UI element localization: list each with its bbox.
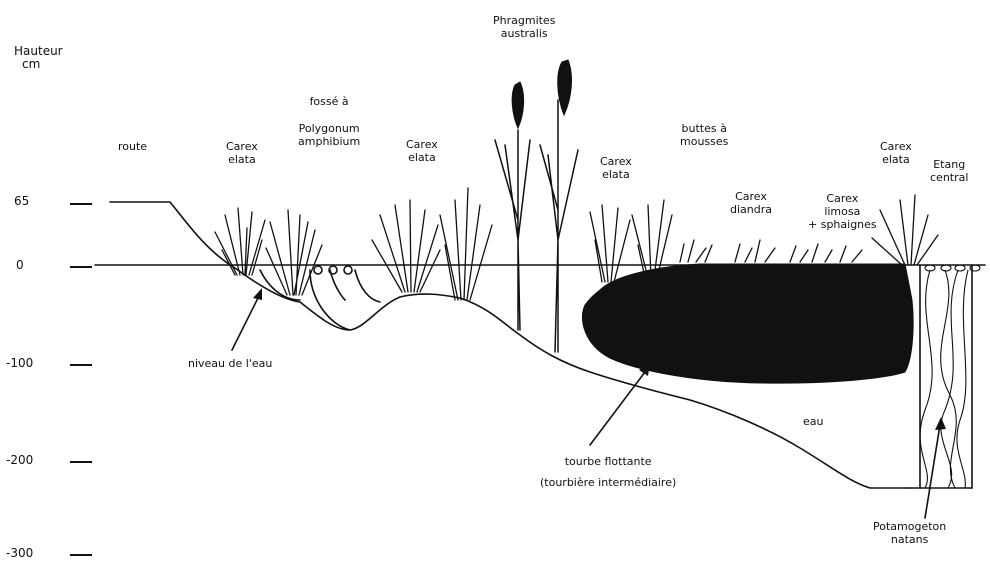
label-carex-diandra: Carex diandra — [730, 190, 772, 216]
label-buttes-line2: mousses — [680, 135, 728, 148]
label-carex-limosa-line1: Carex — [808, 192, 877, 205]
pointer-niveau — [232, 298, 258, 350]
floating-peat — [582, 264, 913, 383]
label-tourbe: tourbe flottante (tourbière intermédiair… — [540, 455, 676, 489]
label-etang: Etang central — [930, 158, 968, 184]
label-potamogeton: Potamogeton natans — [873, 520, 946, 546]
label-carex-elata-3-line1: Carex — [600, 155, 632, 168]
label-carex-limosa: Carex limosa + sphaignes — [808, 192, 877, 231]
label-niveau: niveau de l'eau — [188, 357, 272, 370]
label-potamogeton-line2: natans — [873, 533, 946, 546]
label-carex-diandra-line1: Carex — [730, 190, 772, 203]
phragmites-plume-2 — [558, 60, 572, 115]
label-carex-elata-2-line2: elata — [406, 151, 438, 164]
arrowhead-niveau — [253, 288, 262, 300]
ditch-roots — [260, 270, 380, 330]
carex-tuft-6 — [872, 195, 938, 265]
label-carex-elata-4-line2: elata — [880, 153, 912, 166]
label-carex-elata-1-line2: elata — [226, 153, 258, 166]
label-carex-elata-3-line2: elata — [600, 168, 632, 181]
pointer-potamogeton — [925, 425, 940, 518]
moss-hummocks — [680, 240, 862, 262]
label-buttes-line1: buttes à — [680, 122, 728, 135]
carex-tuft-4 — [440, 188, 492, 300]
carex-tuft-2 — [266, 210, 322, 295]
label-tourbe-line1: tourbe flottante — [540, 455, 676, 468]
label-carex-elata-4: Carex elata — [880, 140, 912, 166]
label-etang-line1: Etang — [930, 158, 968, 171]
label-fosse-line2: Polygonum — [298, 122, 360, 135]
label-fosse: fossé à Polygonum amphibium — [298, 95, 360, 148]
label-etang-line2: central — [930, 171, 968, 184]
label-carex-elata-3: Carex elata — [600, 155, 632, 181]
label-carex-elata-1-line1: Carex — [226, 140, 258, 153]
label-carex-elata-4-line1: Carex — [880, 140, 912, 153]
phragmites-stem-2 — [540, 100, 578, 352]
label-carex-elata-1: Carex elata — [226, 140, 258, 166]
label-carex-limosa-line2: limosa — [808, 205, 877, 218]
label-carex-diandra-line2: diandra — [730, 203, 772, 216]
label-carex-limosa-line3: + sphaignes — [808, 218, 877, 231]
label-fosse-line1: fossé à — [298, 95, 360, 108]
pointer-tourbe — [590, 372, 645, 445]
label-potamogeton-line1: Potamogeton — [873, 520, 946, 533]
label-route: route — [118, 140, 147, 153]
potamogeton-plants — [920, 265, 980, 488]
label-eau: eau — [803, 415, 823, 428]
phragmites-plume-1 — [512, 82, 523, 128]
label-carex-elata-2-line1: Carex — [406, 138, 438, 151]
carex-tuft-3 — [372, 200, 440, 292]
label-buttes: buttes à mousses — [680, 122, 728, 148]
label-phragmites-line2: australis — [493, 27, 555, 40]
label-phragmites-line1: Phragmites — [493, 14, 555, 27]
label-fosse-line3: amphibium — [298, 135, 360, 148]
phragmites-stem-1 — [495, 130, 530, 330]
label-phragmites: Phragmites australis — [493, 14, 555, 40]
label-tourbe-line2: (tourbière intermédiaire) — [540, 476, 676, 489]
label-carex-elata-2: Carex elata — [406, 138, 438, 164]
